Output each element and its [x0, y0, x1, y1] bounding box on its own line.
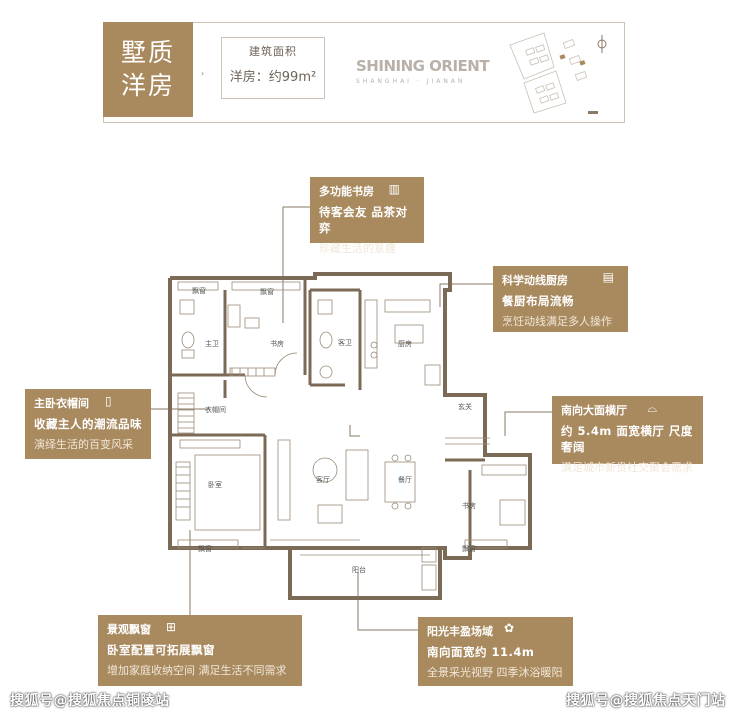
- label-bay-window-bottom-left: 飘窗: [198, 544, 212, 553]
- callout-kitchen-desc: 烹饪动线满足多人操作: [502, 315, 612, 328]
- callout-window-title: 景观飘窗: [107, 623, 151, 636]
- label-entrance: 玄关: [458, 402, 472, 411]
- interior-walls: [170, 278, 485, 548]
- stove-icon: ▤: [602, 270, 614, 284]
- header-panel: 墅质 洋房 › 建筑面积 洋房：约99m² SHINING ORIENT SHA…: [103, 22, 625, 123]
- callout-study-subtitle: 待客会友 品茶对弈: [319, 205, 408, 235]
- label-guest-bath: 客卫: [338, 338, 352, 347]
- callout-study-title: 多功能书房: [319, 185, 374, 198]
- label-study-top: 书房: [270, 339, 284, 348]
- area-label: 建筑面积: [249, 45, 297, 58]
- callout-study-desc: 珍藏生活的意趣: [319, 242, 396, 255]
- window-icon: ⊞: [166, 620, 177, 634]
- brand-sub: SHANGHAI · JIANAN: [356, 78, 466, 85]
- callout-kitchen-subtitle: 餐厨布局流畅: [502, 294, 574, 308]
- callout-window-subtitle: 卧室配置可拓展飘窗: [107, 643, 215, 657]
- leader-kitchen: [439, 283, 493, 307]
- callout-closet-subtitle: 收藏主人的潮流品味: [34, 417, 142, 431]
- callout-kitchen: 科学动线厨房 ▤ 餐厨布局流畅 烹饪动线满足多人操作: [493, 266, 628, 332]
- callout-living-title: 南向大面横厅: [561, 404, 627, 417]
- label-dining-room: 餐厅: [398, 475, 412, 484]
- label-study-right: 书房: [462, 501, 476, 510]
- brand-main: SHINING ORIENT: [356, 57, 490, 75]
- callout-window: 景观飘窗 ⊞ 卧室配置可拓展飘窗 增加家庭收纳空间 满足生活不同需求: [98, 615, 302, 686]
- bookshelf-icon: ▥: [388, 182, 400, 196]
- watermark-left: 搜狐号@搜狐焦点铜陵站: [10, 693, 170, 709]
- callout-closet-title: 主卧衣帽间: [34, 397, 89, 410]
- leader-balcony: [357, 572, 420, 631]
- label-master-bath: 主卫: [205, 339, 219, 348]
- title-line2: 洋房: [120, 70, 175, 100]
- chevron-right-icon: ›: [201, 69, 205, 78]
- title-block: 墅质 洋房: [103, 22, 193, 117]
- label-bay-window-top-left: 飘窗: [192, 286, 206, 295]
- callout-living-desc: 满足城市新贵社交聚会需求: [561, 461, 693, 474]
- callout-closet: 主卧衣帽间 ▯ 收藏主人的潮流品味 演绎生活的百变风采: [25, 389, 151, 459]
- label-kitchen: 厨房: [398, 339, 412, 348]
- sofa-icon: ⌓: [647, 401, 658, 415]
- brand-logo: SHINING ORIENT SHANGHAI · JIANAN: [356, 57, 490, 85]
- plant-icon: ✿: [504, 621, 515, 635]
- callout-balcony: 阳光丰盈场域 ✿ 南向面宽约 11.4m 全景采光视野 四季沐浴暖阳: [418, 617, 573, 686]
- label-balcony: 阳台: [352, 565, 366, 574]
- area-box: 建筑面积 洋房：约99m²: [221, 37, 325, 99]
- label-master-bedroom: 卧室: [208, 480, 222, 489]
- site-plan-icon: [509, 32, 607, 114]
- label-closet: 衣帽间: [205, 405, 226, 414]
- wardrobe-icon: ▯: [105, 394, 112, 408]
- leader-living: [504, 411, 553, 436]
- area-value: 洋房：约99m²: [229, 70, 317, 85]
- callout-kitchen-title: 科学动线厨房: [502, 274, 568, 287]
- callout-study: 多功能书房 ▥ 待客会友 品茶对弈 珍藏生活的意趣: [310, 177, 424, 255]
- label-living-room: 客厅: [316, 475, 330, 484]
- callout-balcony-title: 阳光丰盈场域: [427, 625, 493, 638]
- callout-closet-desc: 演绎生活的百变风采: [34, 438, 133, 451]
- callout-living-subtitle: 约 5.4m 面宽横厅 尺度奢阔: [561, 424, 693, 454]
- label-bay-window-top-right: 飘窗: [260, 287, 274, 296]
- callout-living: 南向大面横厅 ⌓ 约 5.4m 面宽横厅 尺度奢阔 满足城市新贵社交聚会需求: [552, 396, 703, 474]
- callout-balcony-desc: 全景采光视野 四季沐浴暖阳: [427, 666, 563, 679]
- watermark-right: 搜狐号@搜狐焦点天门站: [566, 693, 726, 709]
- leader-study: [282, 206, 315, 323]
- title-line1: 墅质: [120, 38, 175, 67]
- label-bay-window-bottom-right: 飘窗: [462, 544, 476, 553]
- leader-living-tip: [349, 425, 360, 437]
- callout-window-desc: 增加家庭收纳空间 满足生活不同需求: [107, 664, 287, 677]
- callout-balcony-subtitle: 南向面宽约 11.4m: [427, 645, 535, 659]
